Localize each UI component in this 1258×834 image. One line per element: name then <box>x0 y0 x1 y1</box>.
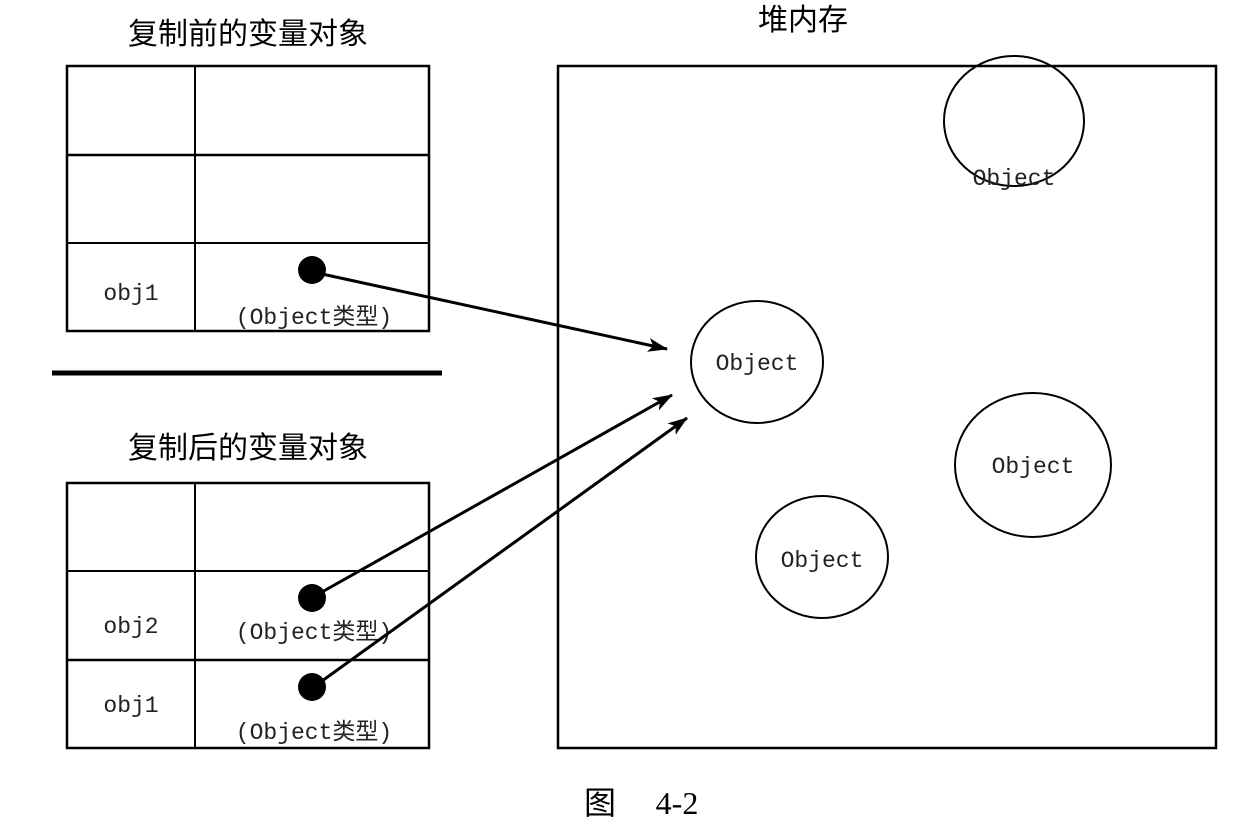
after-title: 复制后的变量对象 <box>128 431 368 466</box>
before-table-border <box>65 64 431 333</box>
heap-title: 堆内存 <box>758 3 848 38</box>
figure-prefix: 图 <box>584 784 616 822</box>
heap-box <box>556 64 1218 750</box>
variable-type: (Object类型) <box>236 719 392 746</box>
object-circle <box>954 392 1112 538</box>
reference-arrow-after-obj2 <box>321 393 673 594</box>
reference-arrow-before-obj1 <box>321 272 668 352</box>
heap-object: Object <box>755 495 889 619</box>
after-table-border <box>65 481 431 750</box>
variable-type: (Object类型) <box>236 304 392 331</box>
variable-type: (Object类型) <box>236 619 392 646</box>
object-circle <box>755 495 889 619</box>
object-label: Object <box>781 548 864 574</box>
after-row-obj2: obj2 (Object类型) <box>103 584 392 646</box>
pointer-dot <box>298 256 326 284</box>
object-label: Object <box>716 351 799 377</box>
variable-name: obj1 <box>103 693 158 719</box>
heap-object: Object <box>954 392 1112 538</box>
before-table <box>65 64 431 333</box>
figure-number: 4-2 <box>656 785 699 821</box>
object-label: Object <box>973 166 1056 192</box>
variable-name: obj2 <box>103 614 158 640</box>
after-table <box>65 481 431 750</box>
object-label: Object <box>992 454 1075 480</box>
heap-object-referenced: Object <box>690 300 824 424</box>
before-row-obj1: obj1 (Object类型) <box>103 256 392 331</box>
object-circle <box>943 55 1085 187</box>
object-circle <box>690 300 824 424</box>
before-title: 复制前的变量对象 <box>128 17 368 52</box>
after-row-obj1: obj1 (Object类型) <box>103 673 392 746</box>
reference-arrow-after-obj1 <box>321 416 688 683</box>
pointer-dot <box>298 673 326 701</box>
variable-name: obj1 <box>103 281 158 307</box>
heap-object: Object <box>943 55 1085 192</box>
pointer-dot <box>298 584 326 612</box>
